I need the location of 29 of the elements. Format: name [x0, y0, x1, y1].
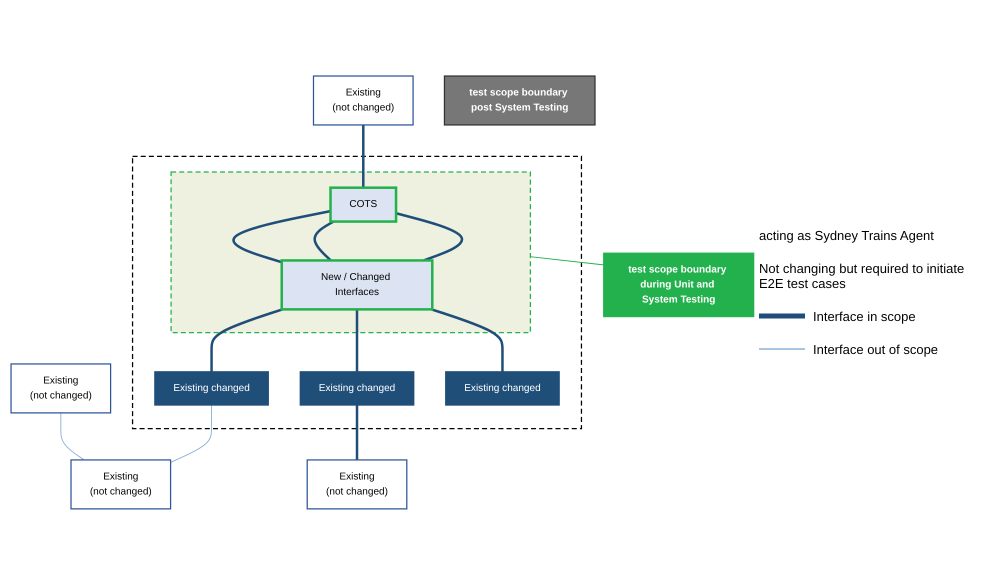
- node-box: [329, 186, 398, 222]
- node-box: [444, 74, 596, 126]
- connector: [356, 404, 358, 460]
- cluster: [132, 155, 582, 429]
- legend-text: Interface in scope: [813, 308, 916, 324]
- node-box: [445, 370, 560, 406]
- connector: [356, 308, 358, 372]
- note-text: acting as Sydney Trains Agent: [759, 228, 935, 242]
- connector: [170, 404, 212, 462]
- connector: [313, 220, 334, 261]
- diagram: COTS New / Changed Interfaces Existing changed Existing changed Existing changed Existing (not changed) test scope boundary during Unit and System Testing test scope boundary post System Testing Existing (not changed) Existing (not changed) Existing (not changed): [6, 70, 759, 514]
- node-box: [312, 74, 414, 126]
- node-box: [70, 458, 172, 510]
- connector: [60, 412, 85, 460]
- connector: [530, 256, 604, 265]
- node-box: [154, 370, 269, 406]
- cluster: [170, 170, 532, 333]
- legend-text: Interface out of scope: [813, 342, 938, 356]
- node-box: [280, 258, 434, 310]
- connector: [362, 124, 365, 188]
- node-box: [300, 370, 414, 406]
- node-box: [306, 458, 408, 510]
- connector: [210, 308, 283, 372]
- node-box: [10, 362, 112, 414]
- node-box: [603, 252, 754, 317]
- connector: [232, 209, 331, 263]
- connector: [396, 212, 464, 262]
- note-text: Not changing but required to initiate E2E test cases: [759, 260, 966, 290]
- connector: [431, 308, 504, 372]
